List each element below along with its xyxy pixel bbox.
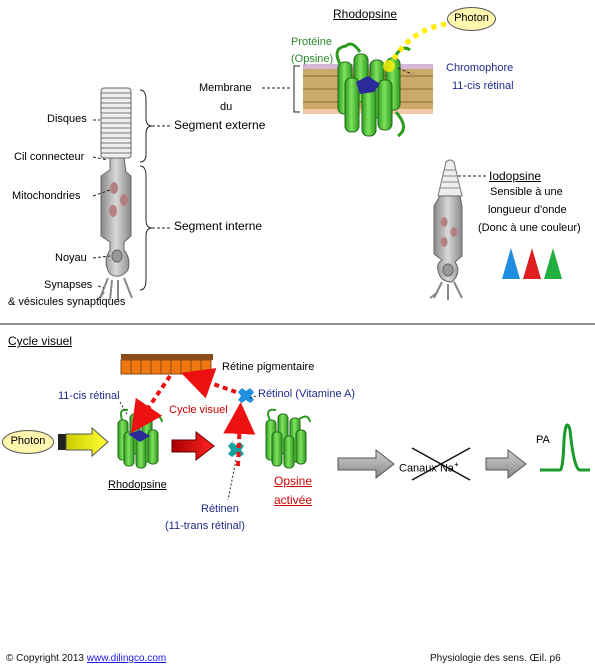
helix-cylinder bbox=[377, 79, 393, 131]
cycle-title: Cycle visuel bbox=[8, 334, 73, 348]
photon-path bbox=[389, 21, 447, 64]
segment-externe-label: Segment externe bbox=[174, 118, 266, 132]
membrane-label-line1: Membrane bbox=[199, 82, 252, 94]
retine-pigmentaire-label: Rétine pigmentaire bbox=[222, 361, 315, 373]
rod-disks bbox=[100, 87, 132, 159]
protein-label-line1: Protéine bbox=[291, 36, 332, 48]
activation-arrow bbox=[171, 430, 215, 462]
iodopsine-line1: Sensible à une bbox=[490, 186, 563, 198]
photon-bubble-cycle: Photon bbox=[2, 430, 54, 454]
photon-label-top: Photon bbox=[454, 12, 489, 24]
retinen-icon bbox=[228, 442, 244, 457]
copyright-text: © Copyright 2013 bbox=[6, 653, 84, 664]
rhodopsin-membrane-figure bbox=[293, 21, 447, 138]
photon-arrow bbox=[65, 426, 109, 458]
cis-retinal-label: 11-cis rétinal bbox=[58, 390, 120, 402]
canaux-na-text: Canaux Na bbox=[399, 462, 455, 475]
protein-label-line2: (Opsine) bbox=[291, 53, 334, 65]
pa-label: PA bbox=[536, 434, 550, 446]
photon-label-cycle: Photon bbox=[10, 435, 46, 447]
mitochondria-icon bbox=[120, 194, 128, 206]
canaux-na-superscript: + bbox=[454, 460, 459, 469]
opsine-label-line2: activée bbox=[274, 493, 313, 507]
iodopsine-title: Iodopsine bbox=[489, 169, 542, 183]
cascade-arrow bbox=[337, 448, 395, 480]
mitochondria-icon bbox=[109, 205, 117, 217]
red-cone-icon bbox=[523, 248, 541, 279]
retinol-icon bbox=[238, 388, 254, 403]
noyau-label: Noyau bbox=[55, 252, 87, 264]
chromophore-label-line2: 11-cis rétinal bbox=[452, 80, 514, 92]
blue-cone-icon bbox=[502, 248, 520, 279]
photon-bubble-top: Photon bbox=[447, 7, 496, 31]
cascade-arrow bbox=[485, 448, 527, 480]
rhodopsine-title: Rhodopsine bbox=[333, 7, 398, 21]
retinen-label-line1: Rétinen bbox=[201, 503, 239, 515]
footer-link[interactable]: www.dilingco.com bbox=[86, 653, 167, 664]
rod-inner-segment bbox=[100, 157, 132, 277]
synapses-label-line1: Synapses bbox=[44, 279, 93, 291]
brace-inner-segment bbox=[139, 165, 153, 291]
nucleus-icon bbox=[111, 249, 123, 263]
iodopsine-line2: longueur d'onde bbox=[488, 204, 567, 216]
cycle-visuel-label: Cycle visuel bbox=[169, 404, 228, 416]
chromophore-icon bbox=[356, 76, 380, 94]
disques-label: Disques bbox=[47, 113, 87, 125]
retinen-label-line2: (11-trans rétinal) bbox=[165, 520, 245, 532]
rod-cell-figure bbox=[92, 87, 292, 301]
canaux-na-label: Canaux Na+ bbox=[399, 458, 459, 476]
helix-cylinder bbox=[344, 77, 360, 133]
segment-interne-label: Segment interne bbox=[174, 219, 263, 233]
membrane-label-line2: du bbox=[220, 101, 233, 113]
iodopsine-line3: (Donc à une couleur) bbox=[478, 222, 581, 234]
cone-cell-figure bbox=[429, 159, 562, 300]
cycle-figure bbox=[58, 354, 590, 501]
green-cone-icon bbox=[544, 248, 562, 279]
mitochondries-label: Mitochondries bbox=[12, 190, 81, 202]
synapses-label-line2: & vésicules synaptiques bbox=[8, 296, 126, 308]
opsine-label-line1: Opsine bbox=[274, 474, 313, 488]
footer-copyright: © Copyright 2013 www.dilingco.com bbox=[6, 653, 166, 664]
cil-connecteur-label: Cil connecteur bbox=[14, 151, 85, 163]
chromophore-label-line1: Chromophore bbox=[446, 62, 514, 74]
mitochondria-icon bbox=[110, 182, 118, 194]
footer-page: Physiologie des sens. Œil. p6 bbox=[430, 653, 561, 664]
rhodopsine-cycle-label: Rhodopsine bbox=[108, 479, 167, 491]
brace-outer-segment bbox=[139, 89, 153, 163]
action-potential-icon bbox=[540, 423, 590, 472]
retinol-label: Rétinol (Vitamine A) bbox=[258, 388, 356, 400]
